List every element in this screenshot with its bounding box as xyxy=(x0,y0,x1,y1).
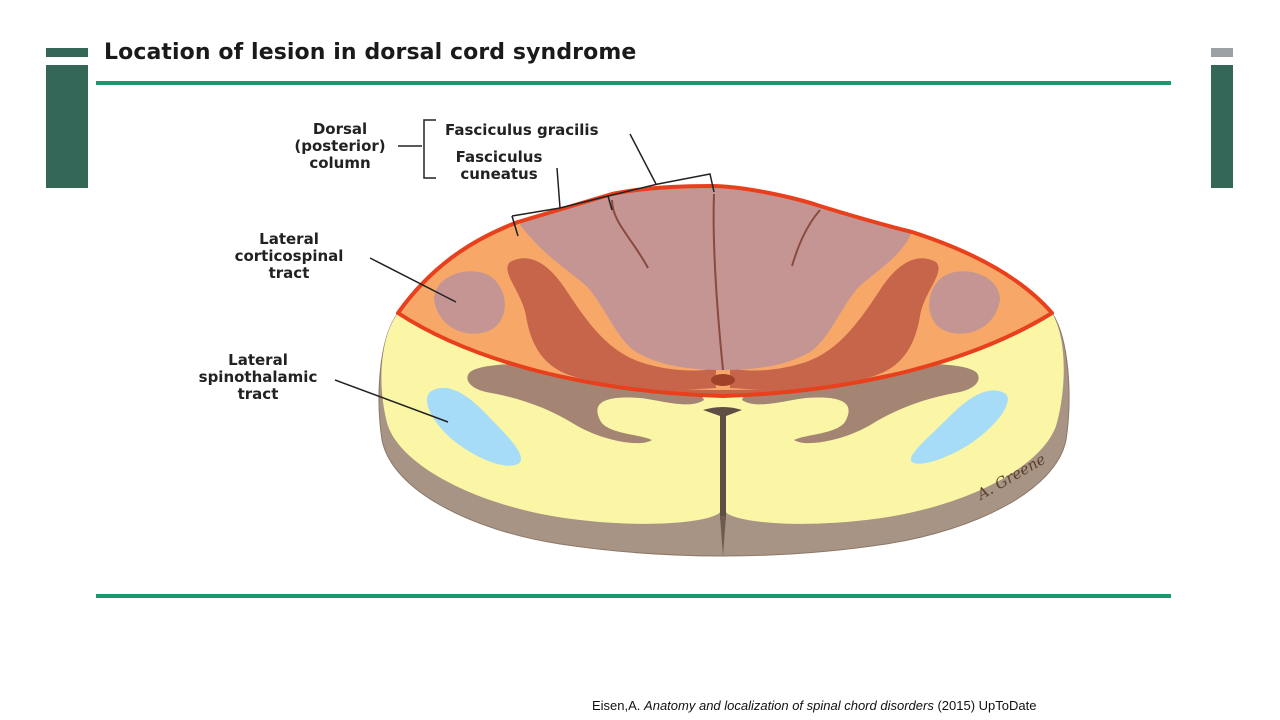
label-dorsal-column-line3: column xyxy=(309,154,371,172)
label-dorsal-column: Dorsal (posterior) column xyxy=(286,121,394,172)
bottom-divider xyxy=(96,594,1171,598)
lesion-outline xyxy=(396,184,1054,398)
anterior-fissure-lower xyxy=(720,516,726,556)
intermediate-septum-left xyxy=(611,199,649,269)
decor-bar-left xyxy=(46,65,88,188)
title-divider xyxy=(96,81,1171,85)
anterior-fissure xyxy=(703,407,742,520)
citation-author: Eisen,A. xyxy=(592,698,641,713)
dorsal-horn-right xyxy=(730,258,939,390)
spinothalamic-tract-left xyxy=(426,387,522,466)
label-fasciculus-gracilis: Fasciculus gracilis xyxy=(445,121,599,139)
citation: Eisen,A. Anatomy and localization of spi… xyxy=(592,698,1036,713)
posterior-median-septum xyxy=(712,193,724,371)
decor-bar-right xyxy=(1211,65,1233,188)
dorsal-horn-left xyxy=(507,258,716,390)
corticospinal-tract-left xyxy=(434,271,505,334)
label-lateral-corticospinal-line2: corticospinal xyxy=(234,247,344,265)
central-canal xyxy=(711,374,735,386)
label-lateral-spinothalamic-line3: tract xyxy=(237,385,279,403)
label-fasciculus-cuneatus: Fasciculus cuneatus xyxy=(440,149,558,183)
intermediate-septum-right xyxy=(791,209,821,267)
citation-source: UpToDate xyxy=(978,698,1037,713)
label-dorsal-column-line2: (posterior) xyxy=(294,137,386,155)
label-lateral-corticospinal-line3: tract xyxy=(268,264,310,282)
citation-year: (2015) xyxy=(937,698,976,713)
label-leader-lines xyxy=(334,119,715,423)
decor-block-right-top xyxy=(1211,48,1233,57)
citation-work: Anatomy and localization of spinal chord… xyxy=(644,698,934,713)
decor-block-left-top xyxy=(46,48,88,57)
slide-title: Location of lesion in dorsal cord syndro… xyxy=(104,40,637,65)
artist-signature-text: A. Greene xyxy=(975,450,1049,505)
label-lateral-spinothalamic: Lateral spinothalamic tract xyxy=(180,352,336,403)
corticospinal-tract-right xyxy=(929,271,1000,334)
label-fasciculus-cuneatus-line1: Fasciculus xyxy=(455,148,543,166)
label-dorsal-column-line1: Dorsal xyxy=(312,120,368,138)
label-lateral-corticospinal: Lateral corticospinal tract xyxy=(222,231,356,282)
spinothalamic-tract-right xyxy=(910,390,1008,464)
label-lateral-spinothalamic-line2: spinothalamic xyxy=(198,368,318,386)
label-lateral-spinothalamic-line1: Lateral xyxy=(228,351,288,369)
label-fasciculus-cuneatus-line2: cuneatus xyxy=(460,165,538,183)
artist-signature: A. Greene xyxy=(975,450,1049,505)
label-lateral-corticospinal-line1: Lateral xyxy=(259,230,319,248)
